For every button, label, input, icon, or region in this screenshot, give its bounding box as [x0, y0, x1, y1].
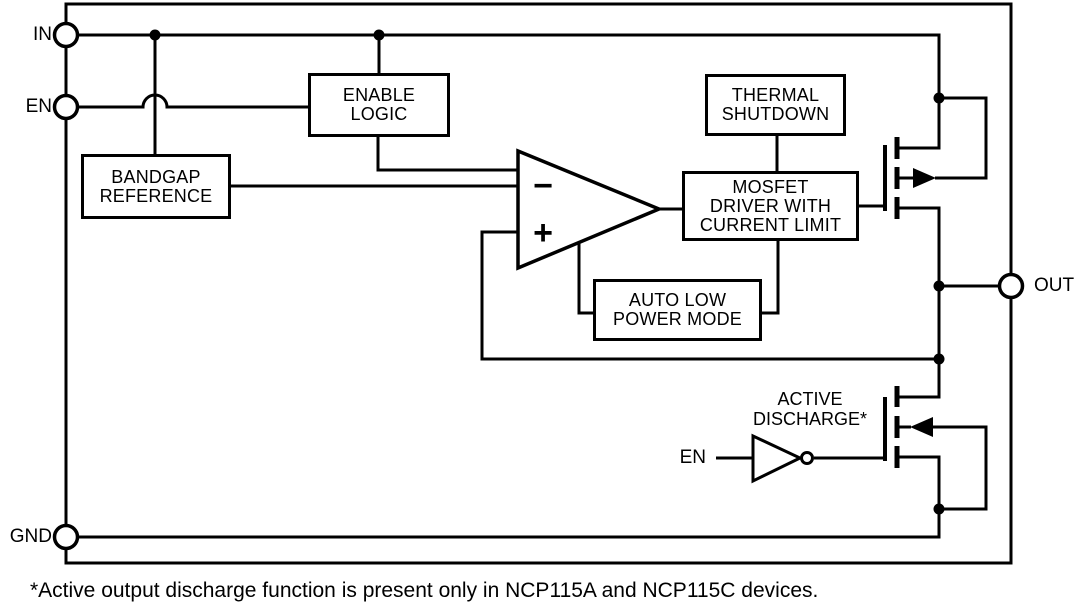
wire-en [66, 93, 310, 109]
block-label: AUTO LOW [628, 290, 727, 310]
pmos-body-arrow [913, 168, 936, 188]
inverter-en-label: EN [679, 447, 706, 468]
inverter-bubble [800, 451, 814, 465]
nmos-body-arrow [910, 417, 933, 437]
wire-enable-logic-to-amp [376, 136, 519, 172]
pass-pmos-transistor [883, 137, 936, 219]
pin-label-in: IN [33, 24, 52, 45]
block-thermal-shutdown: THERMAL SHUTDOWN [705, 74, 846, 136]
pin-label-gnd: GND [9, 526, 52, 547]
en-inverter [751, 433, 814, 484]
wire-pmos-body-loop [935, 96, 988, 180]
amp-noninverting-input-sign: + [533, 213, 553, 252]
block-label: BANDGAP [111, 166, 201, 187]
wire-alpm-to-amp [577, 242, 594, 315]
wire-feedback [480, 230, 939, 361]
junction-dot [933, 503, 945, 515]
block-label: ENABLE [342, 85, 416, 105]
wire-nmos-body-loop [932, 425, 988, 511]
block-label: LOGIC [350, 104, 408, 124]
block-bandgap-reference: BANDGAP REFERENCE [81, 154, 231, 219]
error-amplifier [516, 148, 664, 271]
pin-in-circle [52, 21, 80, 49]
pin-en-circle [52, 93, 80, 121]
block-label: POWER MODE [612, 309, 742, 329]
active-discharge-label: ACTIVE DISCHARGE* [730, 389, 890, 429]
pin-label-en: EN [25, 96, 52, 117]
junction-dot [373, 29, 385, 41]
block-label: SHUTDOWN [721, 104, 830, 124]
junction-dot [149, 29, 161, 41]
ic-boundary [64, 2, 1013, 565]
block-label: REFERENCE [99, 185, 213, 206]
block-label: THERMAL [731, 85, 820, 105]
active-discharge-label-line2: DISCHARGE* [752, 409, 868, 429]
block-auto-low-power-mode: AUTO LOW POWER MODE [593, 279, 762, 341]
amp-inverting-input-sign: − [533, 166, 553, 205]
wire-nmos-source-to-gnd [77, 455, 941, 539]
wire-driver-to-alpm [762, 240, 780, 315]
block-mosfet-driver: MOSFET DRIVER WITH CURRENT LIMIT [682, 171, 859, 241]
discharge-nmos-transistor [883, 386, 933, 468]
block-label: CURRENT LIMIT [699, 214, 842, 235]
block-label: MOSFET [732, 176, 809, 197]
inverter-triangle [751, 433, 804, 484]
junction-dot [933, 280, 945, 292]
pin-label-out: OUT [1034, 275, 1075, 296]
block-label: DRIVER WITH [709, 195, 832, 216]
pin-out-circle [997, 272, 1025, 300]
junction-dot [933, 92, 945, 104]
pin-gnd-circle [52, 523, 80, 551]
wire-out-node [899, 206, 941, 399]
active-discharge-label-line1: ACTIVE [777, 389, 843, 409]
footnote: *Active output discharge function is pre… [30, 579, 819, 602]
wire-in-rail [66, 33, 941, 150]
block-enable-logic: ENABLE LOGIC [308, 73, 450, 137]
junction-dot [933, 353, 945, 365]
